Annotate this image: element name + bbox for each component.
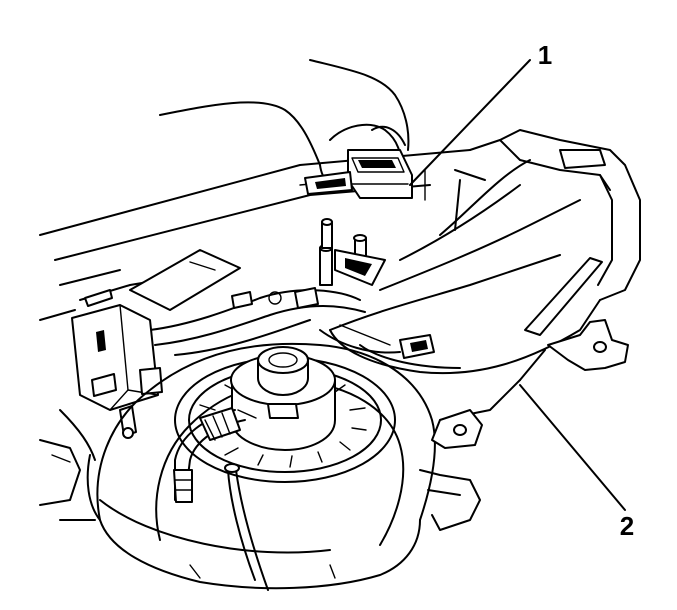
hand-illustration bbox=[159, 59, 413, 199]
motor-hose bbox=[173, 407, 269, 591]
air-duct bbox=[329, 129, 641, 421]
left-edge-parts bbox=[39, 439, 96, 521]
callout-2-label: 2 bbox=[620, 511, 634, 541]
callout-2-leader bbox=[519, 384, 626, 511]
relay-module bbox=[71, 304, 163, 439]
bracket-plate bbox=[84, 249, 241, 311]
callout-1-leader bbox=[409, 59, 531, 201]
mounting-studs bbox=[319, 218, 386, 286]
callout-1-label: 1 bbox=[538, 40, 552, 70]
wiring-harness bbox=[149, 287, 435, 359]
motor-hub bbox=[230, 346, 336, 451]
